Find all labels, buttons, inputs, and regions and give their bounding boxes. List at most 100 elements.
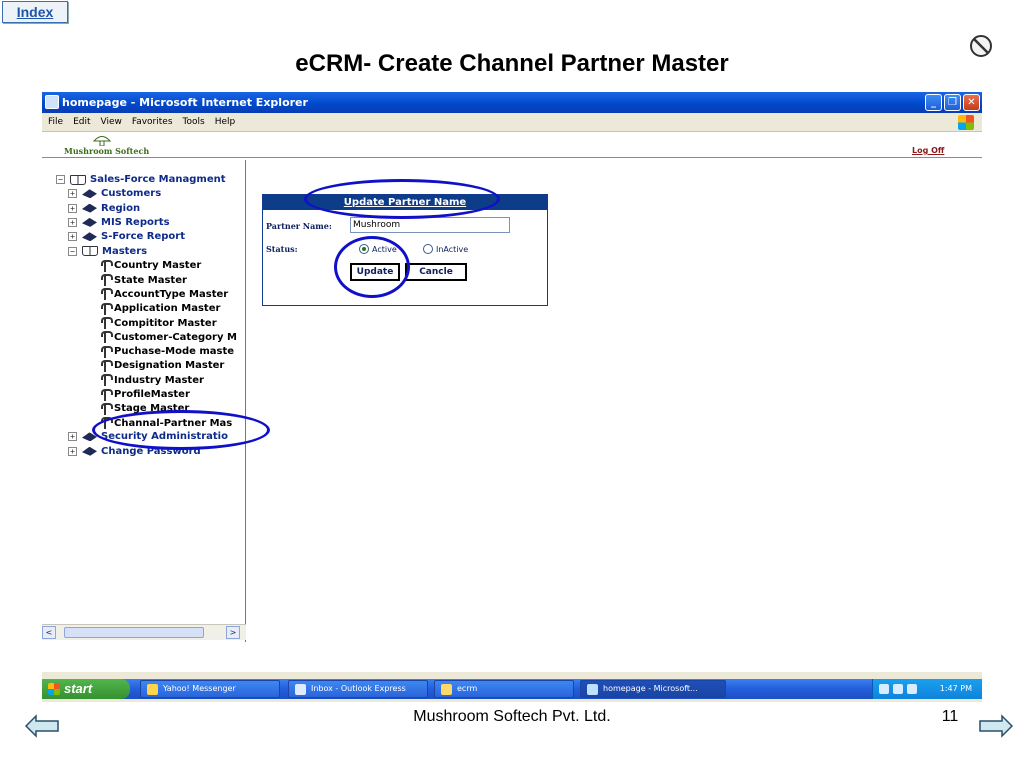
tree-item[interactable]: −Sales-Force Managment xyxy=(56,174,226,185)
status-active-label: Active xyxy=(372,244,397,254)
tree-item[interactable]: + Region xyxy=(68,203,140,214)
tool-icon xyxy=(100,288,113,301)
tree-item[interactable]: Customer-Category M xyxy=(100,331,237,344)
window-title: homepage - Microsoft Internet Explorer xyxy=(62,96,308,109)
close-button[interactable]: ✕ xyxy=(963,94,980,111)
tool-icon xyxy=(100,345,113,358)
partner-name-input[interactable]: Mushroom xyxy=(350,217,510,233)
status-label: Status: xyxy=(266,244,298,254)
menu-tools[interactable]: Tools xyxy=(182,117,205,127)
status-inactive-radio[interactable]: InActive xyxy=(423,244,468,254)
cancel-button[interactable]: Cancle xyxy=(405,263,467,281)
tree-item[interactable]: Compititor Master xyxy=(100,317,217,329)
task-label: homepage - Microsoft... xyxy=(603,684,698,693)
menu-edit[interactable]: Edit xyxy=(73,117,91,127)
tree-item-label: AccountType Master xyxy=(114,288,229,300)
tree-item[interactable]: ProfileMaster xyxy=(100,388,190,401)
tree-item[interactable]: AccountType Master xyxy=(100,288,229,301)
tree-item-label: Country Master xyxy=(114,260,202,272)
task-label: Inbox - Outlook Express xyxy=(311,684,406,693)
tree-item-label: State Master xyxy=(114,274,187,286)
expand-icon[interactable]: + xyxy=(68,203,77,213)
tool-icon xyxy=(100,331,113,344)
tree-item[interactable]: Designation Master xyxy=(100,359,224,372)
hat-icon xyxy=(82,217,97,227)
logoff-link[interactable]: Log Off xyxy=(912,146,945,155)
minimize-button[interactable]: _ xyxy=(925,94,942,111)
expand-icon[interactable]: + xyxy=(68,432,77,442)
task-homepage-ie[interactable]: homepage - Microsoft... xyxy=(580,680,726,698)
expand-icon[interactable]: + xyxy=(68,217,77,227)
expand-icon[interactable]: + xyxy=(68,232,77,242)
task-outlook-express[interactable]: Inbox - Outlook Express xyxy=(288,680,428,698)
menu-view[interactable]: View xyxy=(100,117,122,127)
tree-item-label: Customers xyxy=(101,188,162,200)
previous-slide-arrow-icon[interactable] xyxy=(24,714,60,738)
network-icon[interactable] xyxy=(893,684,903,694)
scroll-thumb[interactable] xyxy=(64,627,204,638)
tree-item[interactable]: + Customers xyxy=(68,188,161,199)
volume-icon[interactable] xyxy=(907,684,917,694)
tree-item[interactable]: Application Master xyxy=(100,302,220,315)
book-icon xyxy=(82,246,98,256)
hat-icon xyxy=(82,189,97,199)
menu-help[interactable]: Help xyxy=(214,117,236,127)
expand-icon[interactable]: + xyxy=(68,446,77,456)
radio-unselected-icon[interactable] xyxy=(423,244,433,254)
slide-title: eCRM- Create Channel Partner Master xyxy=(295,50,729,77)
radio-selected-icon[interactable] xyxy=(359,244,369,254)
tree-item-label: Compititor Master xyxy=(114,317,217,329)
tool-icon xyxy=(100,402,113,415)
tree-horizontal-scrollbar[interactable]: < > xyxy=(42,624,246,640)
next-slide-arrow-icon[interactable] xyxy=(978,714,1014,738)
task-label: Yahoo! Messenger xyxy=(163,684,236,693)
collapse-icon[interactable]: − xyxy=(56,175,65,184)
tree-item-label: Customer-Category M xyxy=(114,331,237,343)
index-link[interactable]: Index xyxy=(2,1,68,23)
tree-item-label: Change Password xyxy=(101,445,201,457)
tree-item-label: Region xyxy=(101,202,141,214)
windows-flag-icon xyxy=(48,683,60,695)
expand-icon[interactable]: + xyxy=(68,189,77,199)
tree-item[interactable]: State Master xyxy=(100,274,187,287)
tree-item[interactable]: −Masters xyxy=(68,246,147,257)
tool-icon xyxy=(100,417,113,430)
menu-file[interactable]: File xyxy=(48,117,64,127)
tray-arrow-icon[interactable] xyxy=(879,684,889,694)
hat-icon xyxy=(82,232,97,242)
mail-icon xyxy=(295,684,306,695)
tree-item[interactable]: + Change Password xyxy=(68,446,201,457)
tree-item[interactable]: Stage Master xyxy=(100,402,189,415)
status-active-radio[interactable]: Active xyxy=(359,244,397,254)
tree-item-label: Industry Master xyxy=(114,374,204,386)
collapse-icon[interactable]: − xyxy=(68,246,77,256)
ie-icon xyxy=(45,95,59,109)
brand-name: Mushroom Softech xyxy=(64,146,150,156)
tree-item-label: ProfileMaster xyxy=(114,389,190,400)
hat-icon xyxy=(82,203,97,213)
footer-company: Mushroom Softech Pvt. Ltd. xyxy=(413,708,611,725)
menu-favorites[interactable]: Favorites xyxy=(131,117,173,127)
menu-bar: File Edit View Favorites Tools Help xyxy=(42,113,982,132)
tool-icon xyxy=(100,317,113,329)
windows-flag-icon xyxy=(958,115,974,130)
tool-icon xyxy=(100,374,113,387)
scroll-left-arrow-icon[interactable]: < xyxy=(42,626,56,639)
scroll-right-arrow-icon[interactable]: > xyxy=(226,626,240,639)
task-yahoo-messenger[interactable]: Yahoo! Messenger xyxy=(140,680,280,698)
update-button[interactable]: Update xyxy=(350,263,400,281)
page-number: 11 xyxy=(941,708,959,725)
maximize-button[interactable]: ❐ xyxy=(944,94,961,111)
task-ecrm-folder[interactable]: ecrm xyxy=(434,680,574,698)
tree-item[interactable]: Puchase-Mode maste xyxy=(100,345,234,358)
no-entry-icon[interactable] xyxy=(968,33,994,59)
start-button[interactable]: start xyxy=(42,679,130,699)
task-label: ecrm xyxy=(457,684,478,693)
tree-item[interactable]: +MIS Reports xyxy=(68,217,170,228)
tree-item[interactable]: +Security Administratio xyxy=(68,431,228,442)
tree-item[interactable]: +S-Force Report xyxy=(68,231,185,242)
tree-item[interactable]: Country Master xyxy=(100,259,202,272)
tree-item[interactable]: Industry Master xyxy=(100,374,204,387)
smiley-icon xyxy=(147,684,158,695)
tree-item[interactable]: Channal-Partner Mas xyxy=(100,417,232,430)
